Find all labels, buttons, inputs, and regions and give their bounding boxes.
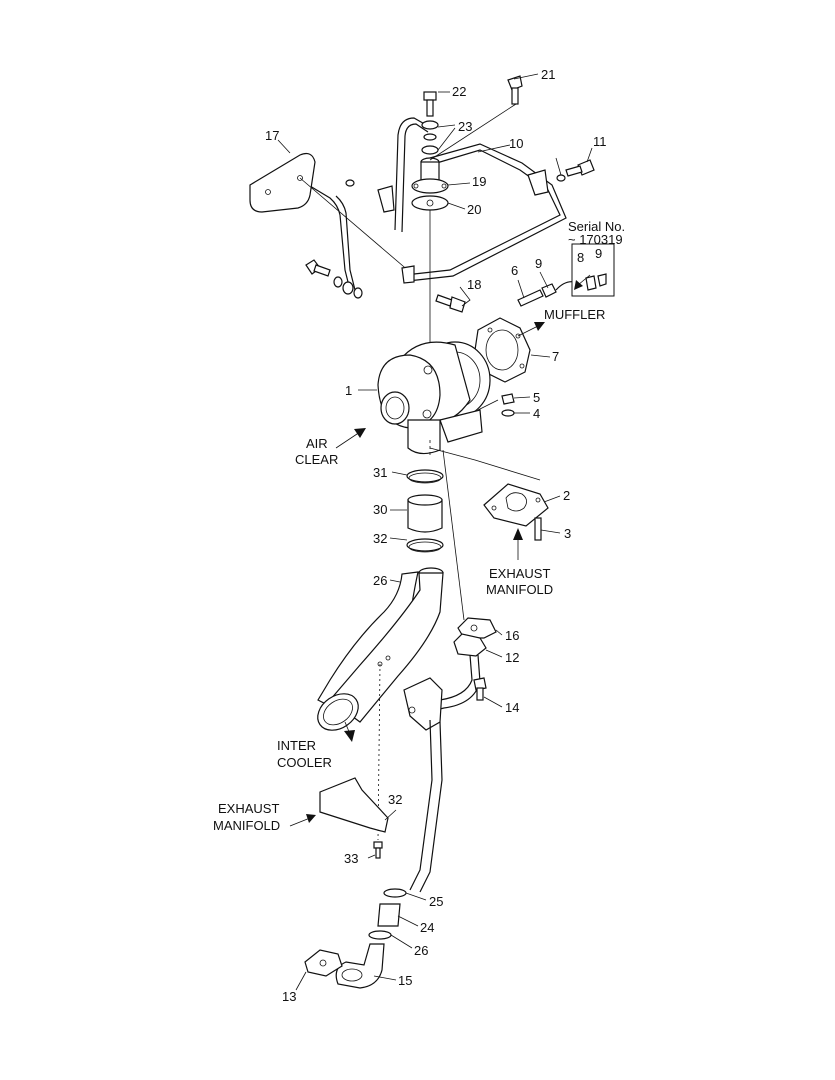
hose-31 bbox=[407, 494, 443, 533]
callout-air-clear-2: CLEAR bbox=[295, 452, 338, 467]
callout-air-clear-1: AIR bbox=[306, 436, 328, 451]
part-label: 30 bbox=[373, 502, 387, 517]
part-labels: 1 2 3 4 5 6 7 8 9 9 10 11 12 13 14 15 16… bbox=[265, 67, 607, 1004]
washers-24 bbox=[421, 120, 439, 155]
pipe-clips bbox=[345, 169, 549, 284]
part-label: 19 bbox=[472, 174, 486, 189]
part-label: 16 bbox=[505, 628, 519, 643]
part-label: 11 bbox=[593, 134, 607, 149]
stud-6 bbox=[517, 289, 544, 307]
bolt-23 bbox=[423, 91, 437, 117]
clamp-26-upper bbox=[383, 888, 407, 898]
part-label: 14 bbox=[505, 700, 519, 715]
part-label: 2 bbox=[563, 488, 570, 503]
gasket-2 bbox=[483, 483, 549, 527]
nut-5 bbox=[501, 393, 515, 405]
part-label: 5 bbox=[533, 390, 540, 405]
serial-note-line2: ~ 170319 bbox=[568, 232, 623, 247]
nut-9 bbox=[541, 283, 557, 298]
clamp-32-lower bbox=[406, 538, 444, 553]
callout-muffler: MUFFLER bbox=[544, 307, 605, 322]
part-label: 6 bbox=[511, 263, 518, 278]
bolt-22 bbox=[507, 75, 523, 105]
part-label: 4 bbox=[533, 406, 540, 421]
callout-exhaust-manifold-right-2: MANIFOLD bbox=[486, 582, 553, 597]
oil-inlet-fitting-20 bbox=[411, 157, 449, 194]
stud-3 bbox=[534, 517, 542, 541]
turbocharger-1 bbox=[377, 341, 491, 455]
callout-inter-cooler-1: INTER bbox=[277, 738, 316, 753]
washer-4 bbox=[501, 409, 515, 417]
serial-note-line1: Serial No. bbox=[568, 219, 625, 234]
part-label: 18 bbox=[467, 277, 481, 292]
part-label: 20 bbox=[467, 202, 481, 217]
pipe-16 bbox=[335, 943, 385, 989]
bracket-33 bbox=[319, 777, 389, 833]
bracket-18 bbox=[249, 152, 411, 273]
clamp-26-lower bbox=[368, 930, 392, 940]
part-label: 22 bbox=[452, 84, 466, 99]
part-label: 13 bbox=[282, 989, 296, 1004]
part-label: 21 bbox=[541, 67, 555, 82]
part-label: 3 bbox=[564, 526, 571, 541]
part-label: 32 bbox=[373, 531, 387, 546]
part-label: 9 bbox=[595, 246, 602, 261]
part-label: 33 bbox=[344, 851, 358, 866]
banjo-bolt-left bbox=[305, 259, 363, 299]
gasket-21 bbox=[411, 195, 449, 211]
drain-pipe-13 bbox=[403, 633, 487, 893]
part-label: 8 bbox=[577, 250, 584, 265]
serial-note: Serial No. ~ 170319 bbox=[568, 219, 625, 247]
part-label: 17 bbox=[265, 128, 279, 143]
direction-arrows bbox=[289, 274, 591, 827]
part-label: 24 bbox=[420, 920, 434, 935]
part-label: 12 bbox=[505, 650, 519, 665]
part-label: 10 bbox=[509, 136, 523, 151]
bolt-19 bbox=[435, 294, 466, 313]
part-label: 7 bbox=[552, 349, 559, 364]
hose-25 bbox=[377, 903, 401, 927]
part-label: 32 bbox=[388, 792, 402, 807]
part-label: 1 bbox=[345, 383, 352, 398]
part-label: 25 bbox=[429, 894, 443, 909]
part-label: 26 bbox=[373, 573, 387, 588]
callout-exhaust-manifold-right-1: EXHAUST bbox=[489, 566, 550, 581]
intercooler-pipe-30 bbox=[317, 567, 444, 731]
gasket-14 bbox=[304, 949, 343, 977]
bolt-11 bbox=[565, 159, 595, 177]
callout-inter-cooler-2: COOLER bbox=[277, 755, 332, 770]
part-label: 15 bbox=[398, 973, 412, 988]
leader-lines bbox=[277, 73, 593, 991]
part-label: 31 bbox=[373, 465, 387, 480]
part-label: 26 bbox=[414, 943, 428, 958]
clamp-32-upper bbox=[406, 469, 444, 484]
bolt-15 bbox=[473, 677, 487, 701]
part-label: 23 bbox=[458, 119, 472, 134]
washer-12 bbox=[556, 174, 566, 182]
bolt-34 bbox=[373, 841, 383, 859]
callouts: MUFFLER AIR CLEAR EXHAUST MANIFOLD INTER… bbox=[213, 307, 605, 833]
callout-exhaust-manifold-left-2: MANIFOLD bbox=[213, 818, 280, 833]
part-label: 9 bbox=[535, 256, 542, 271]
callout-exhaust-manifold-left-1: EXHAUST bbox=[218, 801, 279, 816]
